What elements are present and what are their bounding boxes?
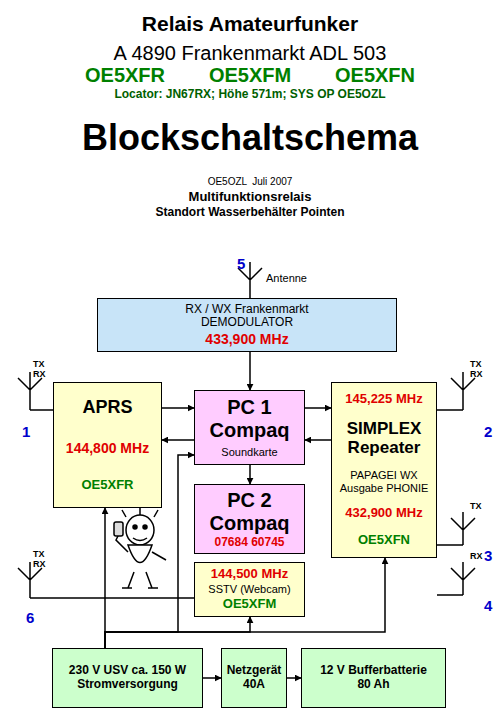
header-text: Blockschaltschema bbox=[0, 118, 500, 158]
callout-number: 4 bbox=[484, 598, 492, 615]
box-text: 433,900 MHz bbox=[205, 331, 288, 347]
box-text: OE5XFR bbox=[81, 478, 133, 493]
block-box: 12 V Bufferbatterie 80 Ah bbox=[301, 648, 446, 708]
box-text: Netzgerät 40A bbox=[224, 664, 284, 692]
box-text: 432,900 MHz bbox=[345, 506, 422, 521]
callout-number: 6 bbox=[26, 610, 34, 627]
connector-arrow bbox=[287, 677, 301, 679]
box-text: Soundkarte bbox=[221, 446, 277, 459]
antenna-label: RX bbox=[33, 560, 46, 570]
connector-arrow bbox=[203, 677, 221, 679]
callout-number: 5 bbox=[237, 256, 245, 273]
antenna-label: TX bbox=[33, 550, 45, 560]
antenna-label: RX bbox=[470, 370, 483, 380]
connector-arrow bbox=[104, 508, 106, 648]
box-text: 230 V USV ca. 150 W Stromversorgung bbox=[60, 664, 195, 692]
connector-arrow bbox=[162, 439, 194, 441]
box-text: PC 1 Compaq bbox=[205, 396, 295, 442]
connector-arrow bbox=[249, 352, 251, 390]
block-box: RX / WX Frankenmarkt DEMODULATOR433,900 … bbox=[97, 298, 397, 352]
box-text: 07684 60745 bbox=[214, 536, 284, 550]
box-text: APRS bbox=[82, 397, 132, 418]
antenna-symbol bbox=[437, 512, 475, 545]
header-text: Multifunktionsrelais bbox=[0, 190, 500, 204]
box-text: PAPAGEI WX Ausgabe PHONIE bbox=[339, 469, 429, 494]
antenna-label: RX bbox=[33, 370, 46, 380]
antenna-symbol bbox=[437, 372, 475, 410]
header-text: A 4890 Frankenmarkt ADL 503 bbox=[0, 42, 500, 64]
callout-number: 1 bbox=[22, 424, 30, 441]
callout-number: 3 bbox=[484, 548, 492, 565]
antenna-label: RX bbox=[470, 552, 483, 562]
box-text: 12 V Bufferbatterie 80 Ah bbox=[313, 664, 435, 692]
box-text: OE5XFM bbox=[223, 597, 276, 612]
header-text: OE5XFM bbox=[195, 64, 305, 86]
antenna-label: TX bbox=[470, 360, 482, 370]
header-text: OE5XFR bbox=[70, 64, 180, 86]
box-text: OE5XFN bbox=[358, 533, 410, 548]
block-box: 230 V USV ca. 150 W Stromversorgung bbox=[52, 648, 203, 708]
antenna-label: TX bbox=[33, 360, 45, 370]
connector-arrow bbox=[305, 439, 331, 441]
box-text: 145,225 MHz bbox=[345, 392, 422, 407]
block-box: Netzgerät 40A bbox=[221, 648, 287, 708]
block-box: 145,225 MHzSIMPLEX RepeaterPAPAGEI WX Au… bbox=[331, 382, 437, 558]
header-text: OE5XFN bbox=[320, 64, 430, 86]
block-box: APRS 144,800 MHzOE5XFR bbox=[53, 382, 162, 508]
connector-arrow bbox=[162, 407, 194, 409]
header-text: Locator: JN67RX; Höhe 571m; SYS OP OE5OZ… bbox=[0, 88, 500, 101]
block-box: PC 1 CompaqSoundkarte bbox=[194, 390, 305, 465]
cartoon-figure bbox=[114, 507, 166, 588]
connector-arrow bbox=[249, 465, 251, 484]
box-text: PC 2 Compaq bbox=[205, 489, 295, 535]
callout-number: 2 bbox=[484, 424, 492, 441]
antenna-label: Antenne bbox=[266, 272, 307, 284]
box-text: 144,800 MHz bbox=[66, 440, 149, 456]
box-text: 144,500 MHz bbox=[211, 567, 288, 582]
box-text: SSTV (Webcam) bbox=[208, 583, 290, 596]
block-box: PC 2 Compaq07684 60745 bbox=[194, 484, 305, 554]
title-text: Relais Amateurfunker bbox=[0, 12, 500, 35]
header-text: Standort Wasserbehälter Pointen bbox=[0, 206, 500, 219]
connector-arrow bbox=[305, 407, 331, 409]
connector-arrow bbox=[105, 558, 385, 648]
box-text: SIMPLEX Repeater bbox=[334, 419, 434, 458]
header-text: OE5OZL Juli 2007 bbox=[0, 176, 500, 187]
block-box: 144,500 MHzSSTV (Webcam)OE5XFM bbox=[194, 562, 305, 617]
antenna-label: TX bbox=[470, 502, 482, 512]
antenna-symbol bbox=[437, 562, 475, 595]
box-text: RX / WX Frankenmarkt DEMODULATOR bbox=[162, 303, 332, 331]
